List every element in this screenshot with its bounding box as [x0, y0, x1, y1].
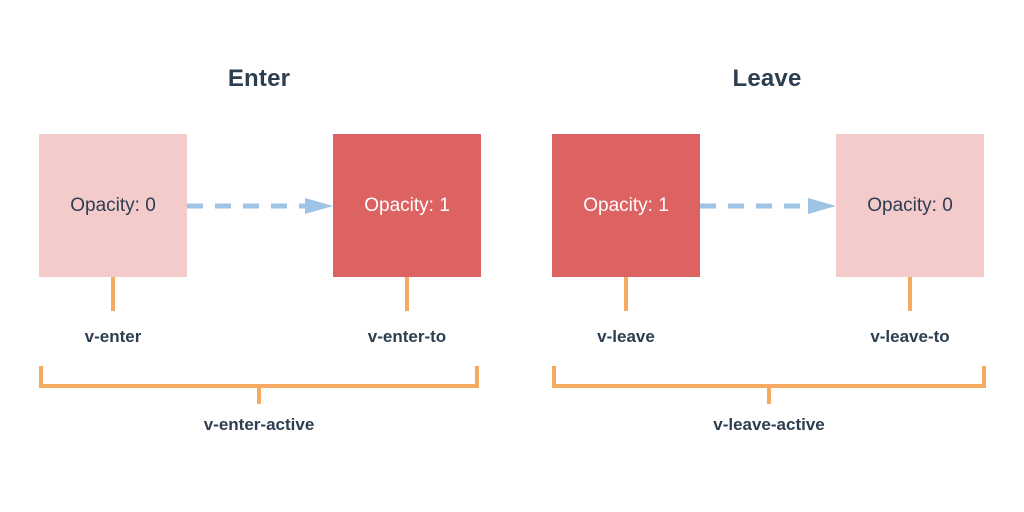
active-bracket-stem-enter: [257, 386, 261, 404]
active-bracket-stem-leave: [767, 386, 771, 404]
state-box-v-enter-to: Opacity: 1: [333, 134, 481, 277]
section-title-enter: Enter: [227, 65, 291, 92]
class-label-v-enter-active: v-enter-active: [203, 415, 315, 434]
section-title-leave: Leave: [732, 65, 802, 92]
class-label-v-leave-active: v-leave-active: [713, 415, 825, 434]
state-box-v-leave-to: Opacity: 0: [836, 134, 984, 277]
state-box-v-leave: Opacity: 1: [552, 134, 700, 277]
state-box-v-enter-text: Opacity: 0: [70, 194, 156, 216]
state-box-v-enter: Opacity: 0: [39, 134, 187, 277]
class-label-v-leave-to: v-leave-to: [870, 327, 950, 346]
state-box-v-leave-to-text: Opacity: 0: [867, 194, 953, 216]
state-box-v-leave-text: Opacity: 1: [583, 194, 669, 216]
dashed-arrow-right-icon-leave: [700, 198, 836, 214]
connector-stem-v-leave-to: [908, 277, 912, 311]
connector-stem-v-enter-to: [405, 277, 409, 311]
class-label-v-enter: v-enter: [84, 327, 142, 346]
class-label-v-leave: v-leave: [597, 327, 655, 346]
active-bracket-enter: [39, 366, 479, 388]
state-box-v-enter-to-text: Opacity: 1: [364, 194, 450, 216]
active-bracket-leave: [552, 366, 986, 388]
connector-stem-v-leave: [624, 277, 628, 311]
class-label-v-enter-to: v-enter-to: [367, 327, 447, 346]
connector-stem-v-enter: [111, 277, 115, 311]
dashed-arrow-right-icon-enter: [187, 198, 333, 214]
